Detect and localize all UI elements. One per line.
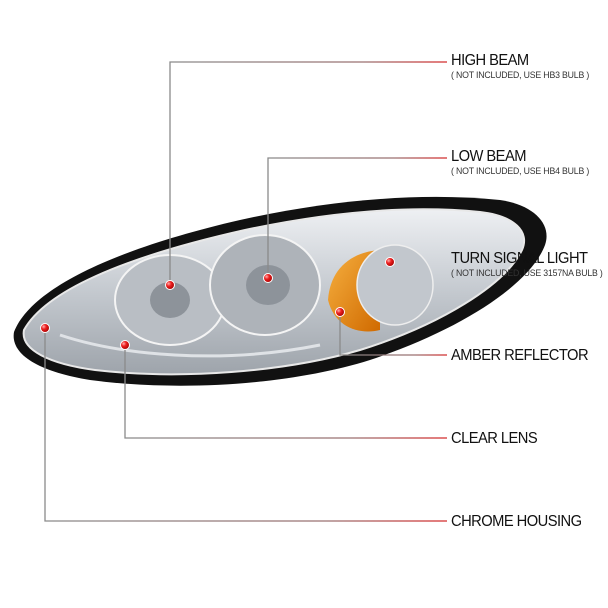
label-title: CLEAR LENS <box>451 430 538 447</box>
dot-high-beam <box>165 280 175 290</box>
label-clear-lens: CLEAR LENS <box>451 430 545 448</box>
dot-chrome-housing <box>40 323 50 333</box>
dot-turn-signal <box>385 257 395 267</box>
dot-amber-reflector <box>335 307 345 317</box>
dot-low-beam <box>263 273 273 283</box>
headlight-image <box>13 196 547 386</box>
callout-dots <box>40 257 395 350</box>
turn-signal-reflector <box>356 244 434 326</box>
line-clear-lens <box>124 345 447 439</box>
label-note: ( NOT INCLUDED, USE 3157NA BULB ) <box>451 268 603 279</box>
label-turn-signal: TURN SIGNAL LIGHT ( NOT INCLUDED, USE 31… <box>451 250 608 279</box>
label-note: ( NOT INCLUDED, USE HB3 BULB ) <box>451 70 590 81</box>
callout-lines <box>44 61 447 522</box>
label-low-beam: LOW BEAM ( NOT INCLUDED, USE HB4 BULB ) <box>451 148 601 177</box>
label-note: ( NOT INCLUDED, USE HB4 BULB ) <box>451 166 590 177</box>
label-amber-reflector: AMBER REFLECTOR <box>451 347 600 365</box>
line-chrome-housing <box>44 328 447 522</box>
label-title: CHROME HOUSING <box>451 513 582 530</box>
label-title: AMBER REFLECTOR <box>451 347 589 364</box>
label-title: HIGH BEAM <box>451 52 529 69</box>
line-amber-reflector <box>339 312 447 356</box>
label-title: LOW BEAM <box>451 148 526 165</box>
label-high-beam: HIGH BEAM ( NOT INCLUDED, USE HB3 BULB ) <box>451 52 601 81</box>
line-low-beam <box>267 157 447 278</box>
label-title: TURN SIGNAL LIGHT <box>451 250 588 267</box>
label-chrome-housing: CHROME HOUSING <box>451 513 593 531</box>
dot-clear-lens <box>120 340 130 350</box>
line-high-beam <box>169 61 447 285</box>
